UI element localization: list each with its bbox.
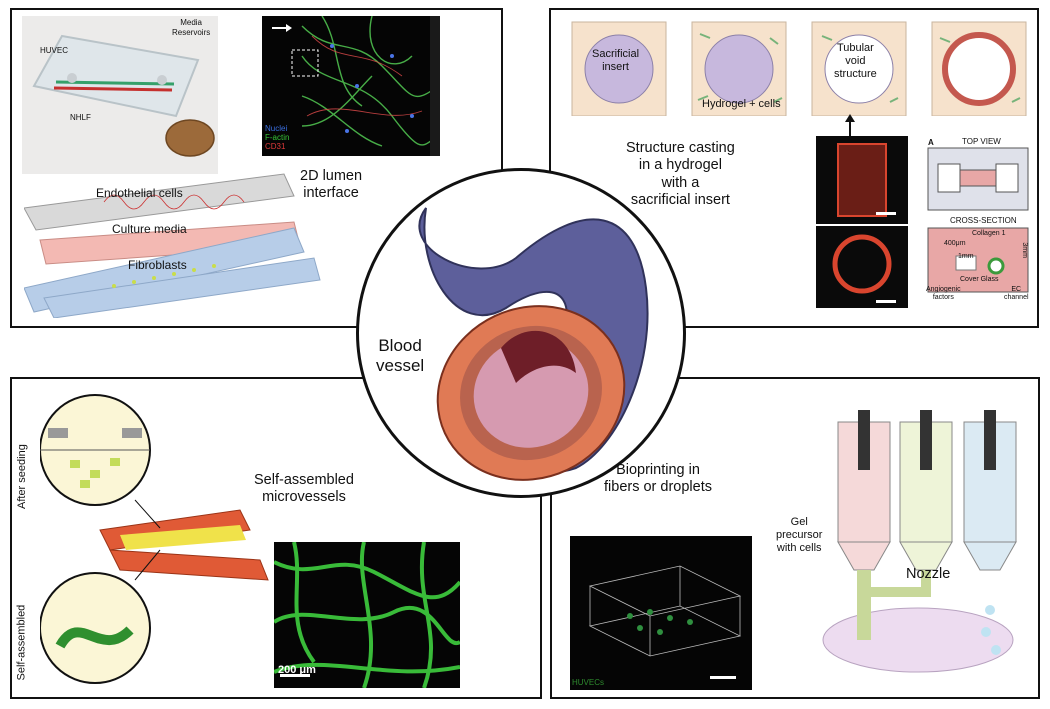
blood-vessel-illustration <box>418 207 649 481</box>
schematic-top-view: TOP VIEW <box>962 137 1001 146</box>
bioprint-box <box>588 565 742 679</box>
top-left-caption: 2D lumen interface <box>300 168 363 202</box>
chip-photo-drawing <box>32 34 215 157</box>
micrograph-network <box>272 16 440 156</box>
green-network <box>274 542 460 688</box>
photo-label-huvec: HUVEC <box>40 46 69 55</box>
schematic-dim-1mm: 1mm <box>958 253 974 260</box>
bioprinter-schematic <box>822 410 1017 673</box>
bottom-left-caption: Self-assembled microvessels <box>254 472 354 506</box>
schematic-angiogenic: Angiogenic factors <box>926 286 961 302</box>
casting-schematic-drawing <box>927 147 1029 293</box>
micrograph-cd31-label: CD31 <box>265 142 286 151</box>
casting-steps <box>571 21 1027 116</box>
scale-bar-label: 200 μm <box>278 664 316 676</box>
micrograph-factin-label: F-actin <box>265 133 290 142</box>
channel-label-culture-media: Culture media <box>112 222 187 236</box>
channel-label-fibroblasts: Fibroblasts <box>128 258 187 272</box>
nozzle-label: Nozzle <box>906 566 951 582</box>
top-right-caption: Structure casting in a hydrogel with a s… <box>626 140 735 209</box>
micrograph-flow-label: S-N Flow <box>238 47 247 80</box>
step-3-label: Tubular void structure <box>834 42 877 81</box>
self-assembled-side-label: Self-assembled <box>15 604 28 681</box>
schematic-ec-channel: EC channel <box>1004 286 1029 302</box>
gel-precursor-label: Gel precursor with cells <box>776 516 823 555</box>
void-channel-ring <box>832 234 896 303</box>
lumen-micrograph <box>262 16 440 156</box>
microvessel-micrograph <box>274 542 460 688</box>
schematic-panel-letter: A <box>928 138 934 147</box>
channel-schematic <box>24 173 321 318</box>
schematic-dim-3mm: 3mm <box>1020 242 1028 258</box>
bottom-right-caption: Bioprinting in fibers or droplets <box>604 462 712 496</box>
microvessel-schematic <box>40 394 269 684</box>
casting-schematic <box>926 136 1030 306</box>
void-channel-side <box>837 143 896 217</box>
huvec-label: HUVECs <box>572 678 605 687</box>
step-2-label: Hydrogel + cells <box>702 98 781 110</box>
photo-label-nhlf: NHLF <box>70 113 91 122</box>
photo-label-media-reservoirs: Media Reservoirs <box>172 18 211 37</box>
center-label: Blood vessel <box>376 336 425 376</box>
bioprint-micrograph <box>570 536 752 690</box>
casting-micrograph-bottom <box>816 226 908 308</box>
schematic-cross-section: CROSS-SECTION <box>950 216 1017 225</box>
after-seeding-label: After seeding <box>15 444 28 510</box>
chip-photo <box>22 16 218 174</box>
schematic-collagen: Collagen 1 <box>972 230 1006 237</box>
schematic-cover-glass: Cover Glass <box>960 276 999 283</box>
casting-micrograph-top <box>816 136 908 224</box>
channel-label-endothelial: Endothelial cells <box>96 186 183 200</box>
schematic-dim-400: 400μm <box>944 240 966 247</box>
micrograph-nuclei-label: Nuclei <box>265 124 288 133</box>
step-1-label: Sacrificial insert <box>592 48 640 74</box>
